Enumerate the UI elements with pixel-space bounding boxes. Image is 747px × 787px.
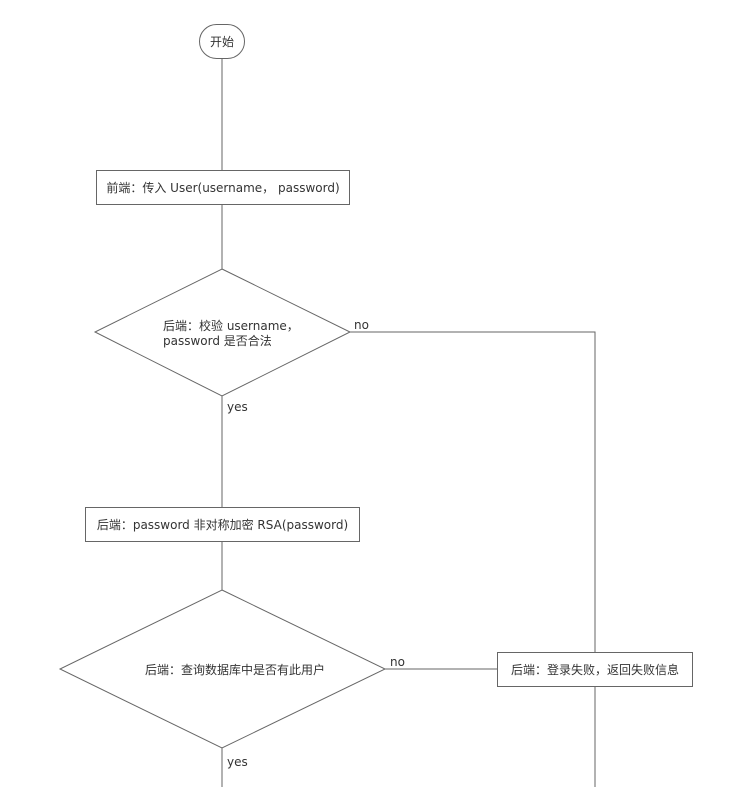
frontend-input-label: 前端：传入 User(username， password) — [106, 180, 340, 195]
encrypt-label: 后端：password 非对称加密 RSA(password) — [96, 517, 349, 532]
login-fail-label: 后端：登录失败，返回失败信息 — [510, 662, 679, 677]
start-terminal: 开始 — [199, 24, 245, 59]
decision-validate-diamond — [93, 268, 352, 397]
decision-query-diamond — [58, 589, 387, 749]
frontend-input-box: 前端：传入 User(username， password) — [96, 170, 350, 205]
login-fail-box: 后端：登录失败，返回失败信息 — [497, 652, 693, 687]
validate-yes-label: yes — [227, 400, 248, 414]
query-yes-label: yes — [227, 755, 248, 769]
connector-validate-no — [350, 331, 596, 652]
query-label: 后端：查询数据库中是否有此用户 — [145, 663, 326, 677]
query-no-label: no — [390, 655, 405, 669]
validate-label-line1: 后端：校验 username， — [163, 319, 299, 333]
validate-no-label: no — [354, 318, 369, 332]
encrypt-box: 后端：password 非对称加密 RSA(password) — [85, 507, 360, 542]
validate-label-line2: password 是否合法 — [163, 334, 272, 348]
start-label: 开始 — [209, 34, 234, 49]
